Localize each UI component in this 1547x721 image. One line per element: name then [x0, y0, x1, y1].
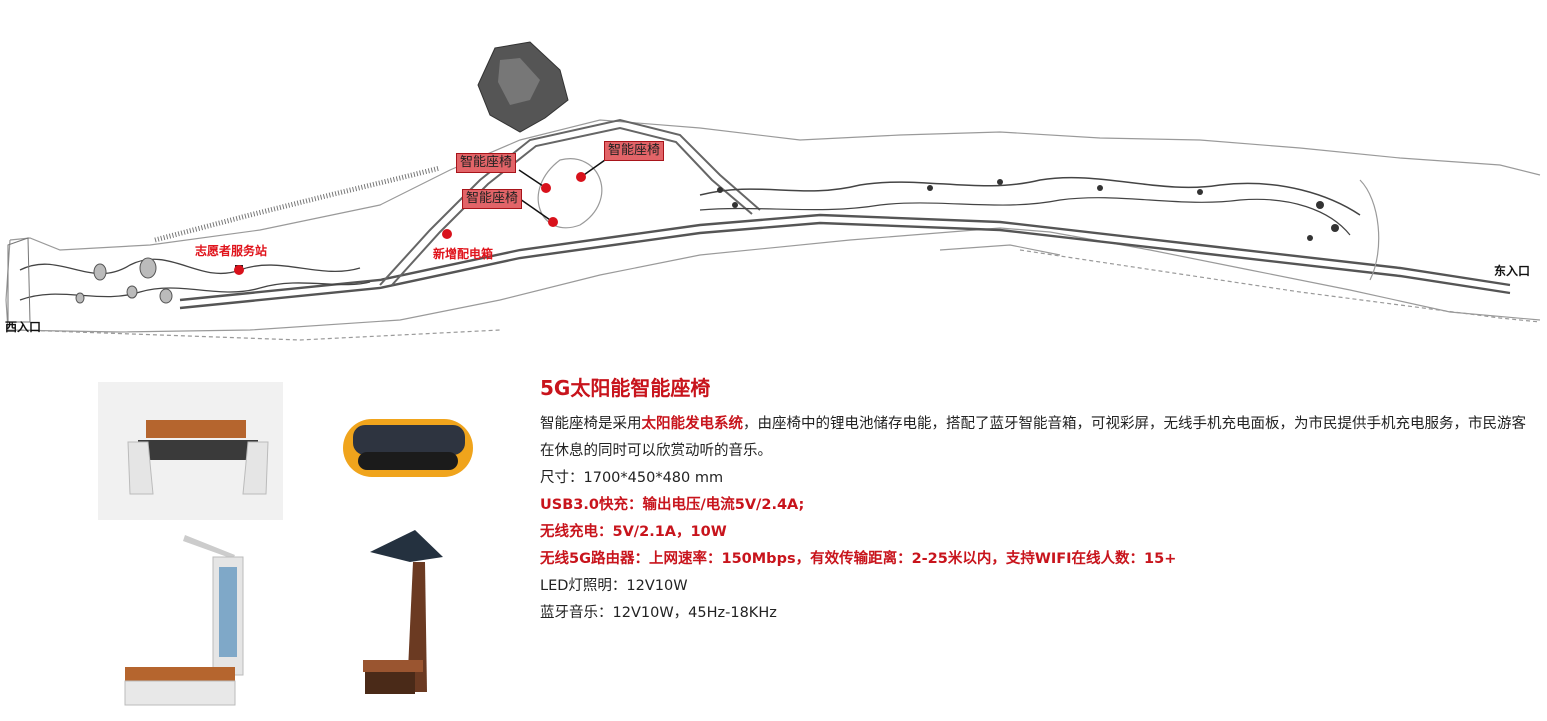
bench-marker-1[interactable] — [541, 183, 551, 193]
bench-image-backrest — [98, 382, 283, 520]
bench-backrest-illustration — [127, 420, 269, 495]
product-title: 5G太阳能智能座椅 — [540, 376, 711, 400]
bench-tag-1: 智能座椅 — [456, 153, 517, 173]
volunteer-station-marker[interactable] — [234, 265, 244, 275]
distribution-box-label: 新增配电箱 — [433, 247, 494, 261]
east-entrance-label: 东入口 — [1494, 264, 1531, 278]
bench-image-screen — [115, 527, 275, 707]
west-entrance-label: 西入口 — [5, 320, 42, 334]
desc-highlight: 太阳能发电系统 — [641, 416, 744, 432]
spec-usb: USB3.0快充：输出电压/电流5V/2.4A; — [540, 497, 805, 513]
desc-post: ，由座椅中的锂电池储存电能，搭配了蓝牙智能音箱，可视彩屏，无线手机充电面板，为市… — [540, 416, 1526, 459]
desc-pre: 智能座椅是采用 — [540, 416, 642, 432]
spec-led: LED灯照明：12V10W — [540, 578, 688, 594]
bench-ring-illustration — [343, 419, 473, 477]
spec-router: 无线5G路由器：上网速率：150Mbps，有效传输距离：2-25米以内，支持WI… — [540, 551, 1177, 567]
bench-image-ring — [328, 397, 488, 497]
distribution-box-marker[interactable] — [442, 229, 452, 239]
bench-tag-2: 智能座椅 — [462, 189, 523, 209]
bench-image-umbrella — [355, 522, 495, 712]
bench-tag-3: 智能座椅 — [604, 141, 665, 161]
bench-marker-2[interactable] — [548, 217, 558, 227]
spec-bluetooth: 蓝牙音乐：12V10W，45Hz-18KHz — [540, 605, 777, 621]
volunteer-station-label: 志愿者服务站 — [195, 244, 268, 258]
park-map: 智能座椅 智能座椅 智能座椅 志愿者服务站 新增配电箱 西入口 东入口 — [0, 0, 1547, 345]
bench-umbrella-illustration — [363, 530, 443, 694]
spec-size: 尺寸：1700*450*480 mm — [540, 470, 724, 486]
spec-wireless: 无线充电：5V/2.1A，10W — [540, 524, 727, 540]
bench-marker-3[interactable] — [576, 172, 586, 182]
park-plan-drawing — [5, 41, 1541, 341]
product-info: 5G太阳能智能座椅 智能座椅是采用太阳能发电系统，由座椅中的锂电池储存电能，搭配… — [540, 372, 1530, 627]
bench-screen-illustration — [124, 535, 244, 706]
product-description: 智能座椅是采用太阳能发电系统，由座椅中的锂电池储存电能，搭配了蓝牙智能音箱，可视… — [540, 411, 1530, 465]
product-gallery — [95, 382, 515, 712]
